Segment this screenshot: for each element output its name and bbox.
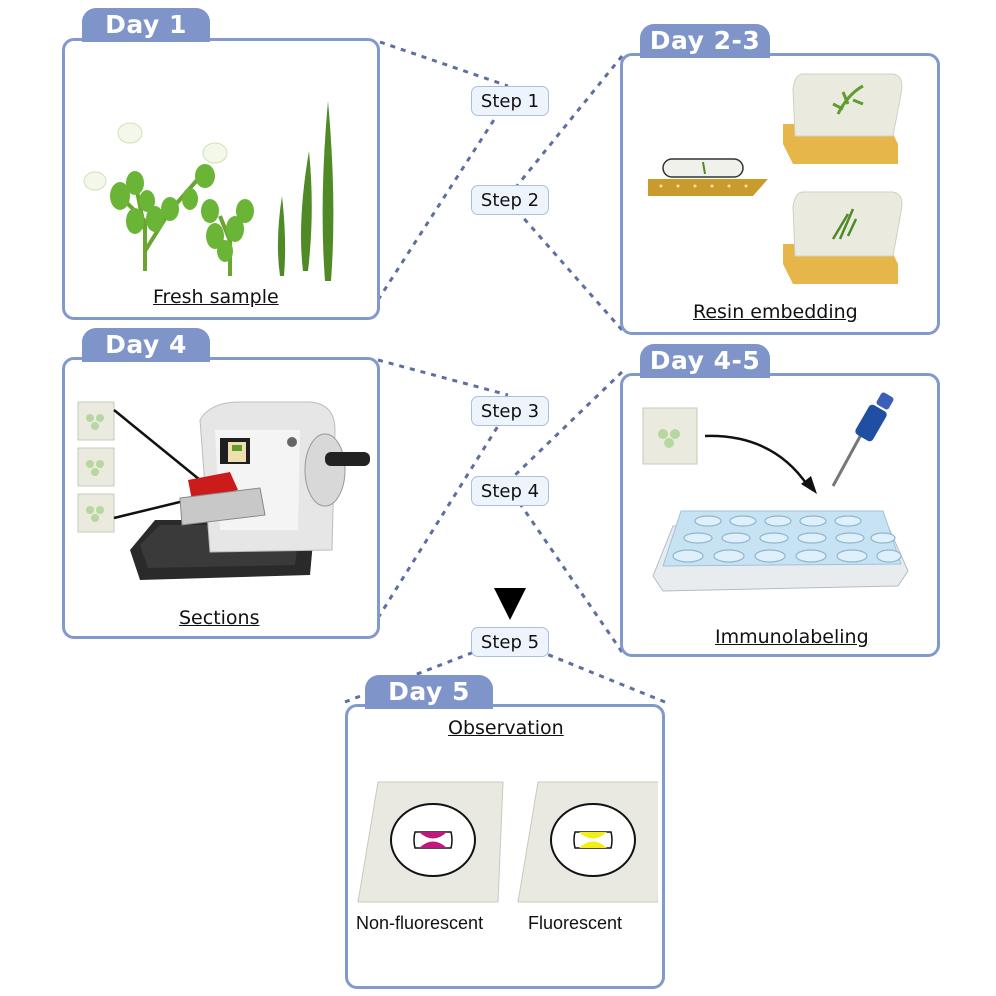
immunolabeling-panel: Immunolabeling	[620, 373, 940, 657]
non-fluorescent-caption: Non-fluorescent	[356, 913, 484, 933]
immunolabeling-label: Immunolabeling	[715, 626, 869, 648]
plant-inflorescence-illustration	[83, 101, 334, 281]
sections-label: Sections	[179, 607, 260, 629]
well-plate-illustration	[642, 392, 909, 592]
resin-block-illustration	[648, 73, 903, 284]
microtome-illustration	[77, 401, 370, 580]
fresh-sample-panel: Fresh sample	[62, 38, 380, 320]
step-1: Step 1	[471, 86, 549, 116]
fresh-sample-label: Fresh sample	[153, 286, 279, 308]
fluorescent-caption: Fluorescent	[528, 913, 623, 933]
observation-label: Observation	[448, 717, 564, 739]
day-5-tab: Day 5	[365, 675, 493, 709]
step-3: Step 3	[471, 396, 549, 426]
timeline-arrow-head	[494, 588, 526, 620]
step-4: Step 4	[471, 476, 549, 506]
observation-panel: Observation Non-fluorescent Fluorescent	[345, 704, 665, 989]
day-1-tab: Day 1	[82, 8, 210, 42]
stained-slides-illustration	[357, 781, 658, 903]
day-4-5-tab: Day 4-5	[640, 344, 770, 378]
sections-panel: Sections	[62, 357, 380, 639]
step-5: Step 5	[471, 627, 549, 657]
resin-embedding-panel: Resin embedding	[620, 53, 940, 335]
step-2: Step 2	[471, 185, 549, 215]
day-4-tab: Day 4	[82, 328, 210, 362]
day-2-3-tab: Day 2-3	[640, 24, 770, 58]
resin-embedding-label: Resin embedding	[693, 301, 858, 323]
